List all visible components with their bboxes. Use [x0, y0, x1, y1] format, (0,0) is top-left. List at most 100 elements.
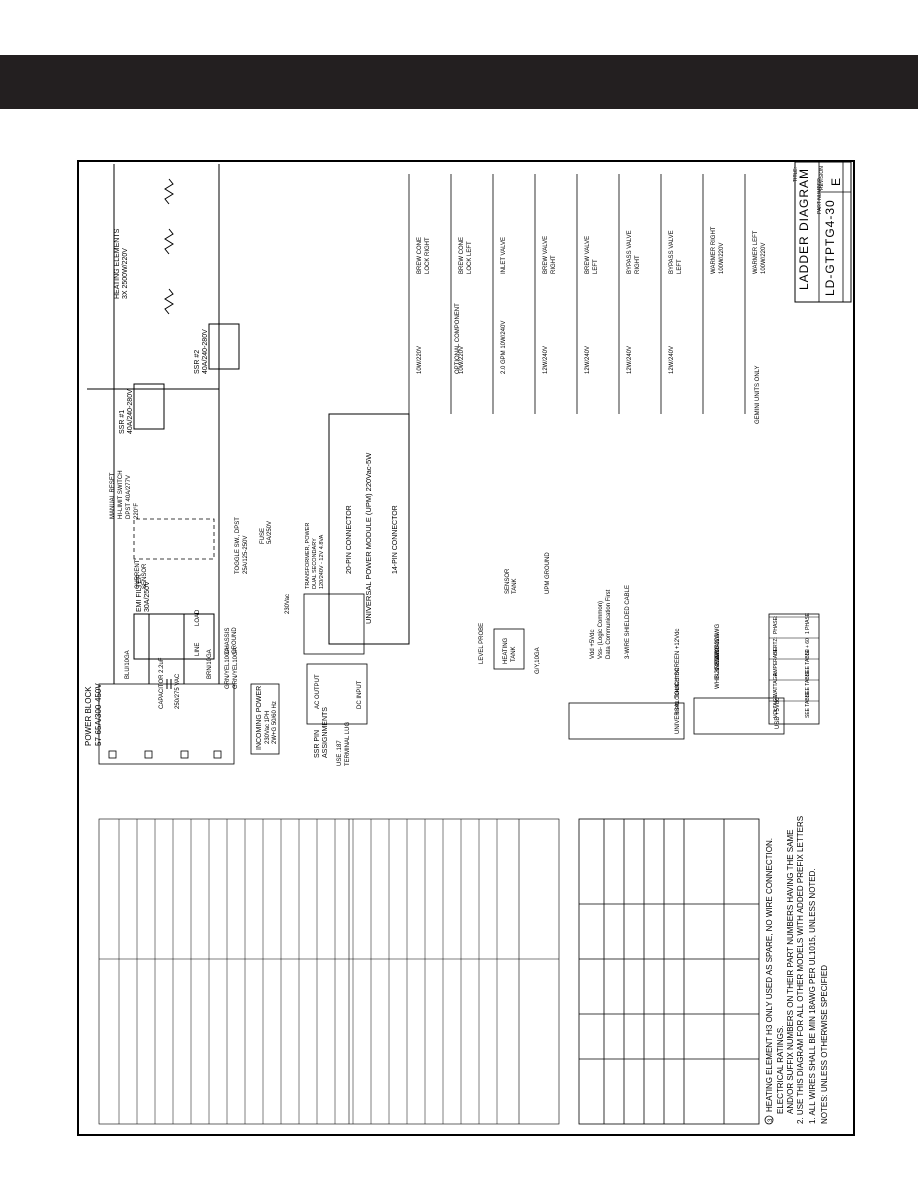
- power-wire-labels: BLU/10GA BRN/10GA GRN/YEL10GA GRN/YEL10G…: [125, 647, 239, 689]
- transformer-label: TRANSFORMER, POWER: [305, 523, 311, 589]
- upm-module: UNIVERSAL POWER MODULE (UPM) 220Vac-5W 2…: [328, 413, 410, 645]
- load-name: BYPASS VALVE: [627, 230, 633, 274]
- power-terminal-1: [108, 750, 117, 759]
- current-sensor-label-2: SENSOR: [142, 563, 148, 589]
- blk22-label: BLK-22AWG: [715, 645, 721, 679]
- ac-output-label: AC OUTPUT: [315, 674, 321, 709]
- load-name: BREW VALVE: [543, 236, 549, 274]
- power-terminal-3: [180, 750, 189, 759]
- revision-table-rows: [118, 819, 498, 1124]
- wire-grnyel-a: GRN/YEL10GA: [225, 647, 231, 689]
- incoming-power-line3: 2W+G 50/60 Hz: [272, 701, 278, 744]
- load-rating: 12W/240V: [669, 346, 675, 374]
- load-name: INLET VALVE: [501, 237, 507, 274]
- emi-filter-rating: 30A/250V: [144, 581, 151, 612]
- note-3-number: 3: [768, 1118, 774, 1122]
- conn20-label: 20-PIN CONNECTOR: [346, 505, 353, 574]
- gry22-label: GRY-22AWG: [715, 624, 721, 659]
- load-name: BREW VALVE: [585, 236, 591, 274]
- load-rating: 10W/220V: [417, 346, 423, 374]
- load-name: BREW CONE: [459, 237, 465, 274]
- terminal-lug-label: TERMINAL LUG: [345, 722, 351, 766]
- spec-table: VOLTAGE: SEE TABLE WATTAGE: SEE TABLE AMPERA…: [768, 612, 820, 725]
- level-probe-label: LEVEL PROBE: [479, 623, 485, 664]
- spec-label: AMPERAGE:: [773, 646, 779, 676]
- wire-brn10: BRN/10GA: [207, 649, 213, 679]
- note-2a: 2. USE THIS DIAGRAM FOR ALL OTHER MODELS…: [796, 816, 805, 1124]
- usb-label: USB +5Vdc: [775, 698, 781, 729]
- chassis-ground-label: CHASSIS: [225, 628, 231, 654]
- incoming-power-title: INCOMING POWER: [256, 686, 263, 750]
- transformer-label-3: 120/240V - 12V 4.8VA: [319, 534, 325, 589]
- load-name: BREW CONE: [417, 237, 423, 274]
- usb-connector: USB +5Vdc WHT-22AWG BLK-22AWG RED-22AWG …: [693, 624, 785, 735]
- manual-reset-label: MANUAL RESET: [110, 472, 116, 519]
- load-rating: 10W/220V: [459, 346, 465, 374]
- sensor-tank-label: SENSOR: [505, 568, 511, 594]
- emi-filter-label: EMI FILTER: [136, 574, 143, 612]
- spec-value: 1 PHASE: [805, 612, 811, 634]
- power-block-rating: 57-65A/300-450V: [94, 683, 103, 746]
- rotated-sheet: NOTES: UNLESS OTHERWISE SPECIFIED 1. ALL…: [84, 164, 829, 1125]
- load-rating: 12W/240V: [543, 346, 549, 374]
- spec-value: SEE TABLE: [805, 670, 811, 697]
- emi-load-label: LOAD: [195, 609, 201, 626]
- load-name-2: LEFT: [593, 259, 599, 274]
- part-number-value: LD-GTPTG4-30: [823, 199, 837, 296]
- spec-label: HERTZ:: [773, 637, 779, 655]
- ssr-1: SSR #1 40A/240-280V: [119, 383, 165, 434]
- ssr2-label: SSR #2: [194, 350, 201, 374]
- data-label: Data Communication First: [606, 589, 612, 659]
- load-name-2: LEFT: [677, 259, 683, 274]
- shielded-cable: Vdd +5Vdc Vss- (Logic Common) Data Commu…: [590, 585, 631, 659]
- notes-area: NOTES: UNLESS OTHERWISE SPECIFIED 1. ALL…: [764, 816, 829, 1125]
- spec-label: VOLTAGE:: [773, 694, 779, 718]
- load-name-2: 100W/220V: [761, 243, 767, 274]
- spec-label: PHASE:: [773, 616, 779, 634]
- hi-limit-label: HI-LIMIT SWITCH: [118, 470, 124, 519]
- wht22-label: WHT-22AWG: [715, 653, 721, 689]
- vss-label: Vss- (Logic Common): [598, 601, 604, 659]
- fuse-label: FUSE: [260, 528, 266, 544]
- load-name: BYPASS VALVE: [669, 230, 675, 274]
- upm-label: UNIVERSAL POWER MODULE (UPM) 220Vac-5W: [364, 452, 373, 624]
- note-2c: ELECTRICAL RATINGS.: [776, 1026, 785, 1114]
- main-bus-lines: [113, 164, 220, 684]
- title-block-page: [794, 162, 852, 303]
- fuse-rating: 5A/250V: [267, 521, 273, 544]
- revision-table-1: [578, 818, 760, 1125]
- note-1: 1. ALL WIRES SHALL BE MIN 18AWG PER UL10…: [808, 868, 817, 1124]
- optional-component-label: OPTIONAL COMPONENT: [455, 303, 461, 374]
- note-2b: AND/OR SUFFIX NUMBERS ON THEIR PART NUMB…: [786, 830, 795, 1114]
- incoming-power-line2: 230Vac 1PH: [265, 711, 271, 744]
- title-value: LADDER DIAGRAM: [797, 167, 811, 290]
- shielded-label: 3-WIRE SHIELDED CABLE: [625, 585, 631, 659]
- revision-value: E: [829, 177, 843, 186]
- ssr1-label: SSR #1: [119, 410, 126, 434]
- heating-elements: HEATING ELEMENTS 3X 2500W/220V: [114, 178, 174, 315]
- load-name-2: RIGHT: [551, 255, 557, 274]
- spec-value: SEE TABLE: [805, 691, 811, 718]
- toggle-label: TOGGLE SW., DPST: [235, 517, 241, 574]
- emi-line-label: LINE: [195, 643, 201, 656]
- spec-label: WATTAGE:: [773, 672, 779, 697]
- incoming-power-box: INCOMING POWER 230Vac 1PH 2W+G 50/60 Hz: [250, 683, 280, 755]
- vdd-label: Vdd +5Vdc: [590, 629, 596, 659]
- toggle-switch: TOGGLE SW., DPST 25A/125-250V FUSE 5A/25…: [235, 517, 273, 574]
- load-rating: 12W/240V: [627, 346, 633, 374]
- heating-tank: HEATING TANK LEVEL PROBE SENSOR TANK G/Y…: [479, 552, 551, 674]
- load-name-2: LOCK LEFT: [467, 241, 473, 274]
- heating-tank-label-2: TANK: [511, 646, 517, 662]
- load-name-2: RIGHT: [635, 255, 641, 274]
- hi-limit-switch: CURRENT SENSOR MANUAL RESET HI-LIMIT SWI…: [110, 470, 215, 589]
- power-block-title: POWER BLOCK: [84, 686, 93, 746]
- ssr1-rating: 40A/240-280V: [127, 389, 134, 434]
- note-3: HEATING ELEMENT H3 ONLY USED AS SPARE, N…: [765, 838, 774, 1112]
- hi-limit-temp: 220°F: [134, 503, 140, 519]
- upm-ground-label: UPM GROUND: [545, 552, 551, 594]
- heating-elements-rating: 3X 2500W/220V: [122, 248, 129, 299]
- revision-table-2: [98, 818, 560, 1125]
- capacitor: CAPACITOR 2.2uF 250/275 VAC: [159, 657, 181, 709]
- ssr-pin-assignment: SSR PIN ASSIGNMENTS AC OUTPUT DC INPUT U…: [306, 663, 368, 766]
